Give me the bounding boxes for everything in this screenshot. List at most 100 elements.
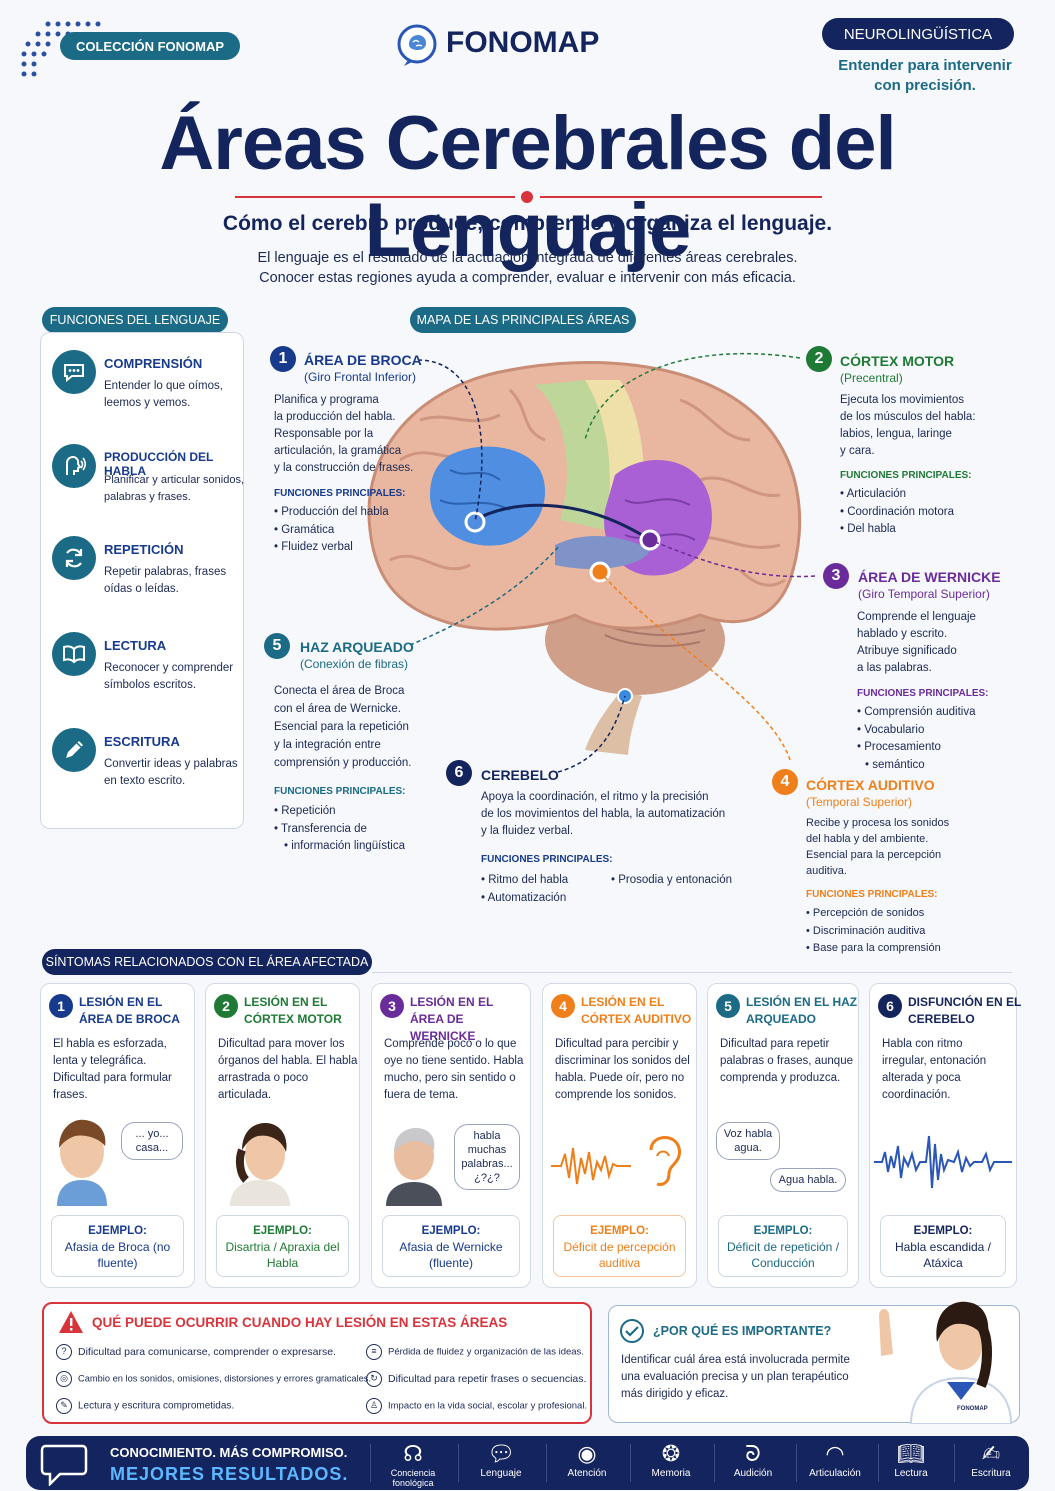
dots-bubble-icon: 💬︎ <box>487 1441 515 1466</box>
check-circle-icon <box>620 1319 644 1343</box>
bubble-input: Voz habla agua. <box>716 1122 780 1160</box>
footer-lectura: 📖︎Lectura <box>876 1440 946 1479</box>
area-arqueado-functions: RepeticiónTransferencia deinformación li… <box>274 803 405 856</box>
map-label: MAPA DE LAS PRINCIPALES ÁREAS <box>410 307 636 333</box>
ear-icon: ᘐ <box>745 1441 761 1466</box>
symptom-card-cerebelo: 6 DISFUNCIÓN EN EL CEREBELO Habla con ri… <box>869 983 1021 1288</box>
consequences-panel: QUÉ PUEDE OCURRIR CUANDO HAY LESIÓN EN E… <box>42 1302 592 1424</box>
area-cerebelo-functions: Ritmo del hablaAutomatización <box>481 872 569 907</box>
area-cerebelo-text: Apoya la coordinación, el ritmo y la pre… <box>481 791 726 837</box>
brand-name: FONOMAP <box>446 26 600 59</box>
refresh-icon <box>52 536 96 580</box>
consequence-2: ≡Pérdida de fluidez y organización de la… <box>366 1344 584 1360</box>
footer-conciencia: ☊Conciencia fonológica <box>378 1440 448 1488</box>
functions-label: FUNCIONES DEL LENGUAJE <box>42 307 228 333</box>
topic-badge: NEUROLINGÜÍSTICA <box>822 18 1014 50</box>
boy-face-icon <box>57 1119 107 1206</box>
document-icon: ≡ <box>366 1344 382 1360</box>
area-6-number: 6 <box>446 760 472 786</box>
doctor-illustration <box>879 1301 1013 1424</box>
tagline: Entender para intervenir con precisión. <box>838 57 1012 94</box>
decorative-dots <box>21 21 101 77</box>
subtitle: Cómo el cerebro produce, comprende y org… <box>222 212 833 235</box>
symptom-card-arqueado: 5 LESIÓN EN EL HAZ ARQUEADO Dificultad p… <box>707 983 859 1288</box>
collection-badge: COLECCIÓN FONOMAP <box>60 32 240 60</box>
area-broca-functions: Producción del hablaGramáticaFluidez ver… <box>274 504 388 557</box>
intro-line-2: Conocer estas regiones ayuda a comprende… <box>259 270 796 286</box>
bubble-output: Agua habla. <box>770 1168 846 1192</box>
symptom-card-motor: 2 LESIÓN EN EL CÓRTEX MOTOR Dificultad p… <box>205 983 360 1288</box>
speech-icon: ? <box>56 1344 72 1360</box>
footer-memoria: ❂Memoria <box>636 1440 706 1479</box>
people-icon: ♙ <box>366 1398 382 1414</box>
repeat-icon: ↻ <box>366 1371 382 1387</box>
area-motor-title: CÓRTEX MOTOR <box>840 353 955 369</box>
area-arqueado-title: HAZ ARQUEADO <box>300 639 414 655</box>
pen-icon: ✎ <box>56 1398 72 1414</box>
area-5-number: 5 <box>264 633 290 659</box>
area-cerebelo-title: CEREBELO <box>481 767 559 783</box>
woman-face-icon <box>230 1123 290 1206</box>
importance-panel: ¿POR QUÉ ES IMPORTANTE? Identificar cuál… <box>608 1301 1020 1424</box>
warning-icon <box>59 1311 83 1333</box>
symptom-card-wernicke: 3 LESIÓN EN EL ÁREA DE WERNICKE Comprend… <box>371 983 531 1288</box>
title-rule-right <box>540 196 822 198</box>
consequence-3: ◎Cambio en los sonidos, omisiones, disto… <box>56 1371 371 1387</box>
area-cerebelo-functions-2: Prosodia y entonación <box>611 872 732 890</box>
pencil-icon <box>52 728 96 772</box>
ear-soundwave-icon <box>551 1136 681 1186</box>
speech-bubble-icon <box>52 350 96 394</box>
title-rule-left <box>235 196 515 198</box>
area-auditivo-title: CÓRTEX AUDITIVO <box>806 777 935 793</box>
area-arqueado-fp-label: FUNCIONES PRINCIPALES: <box>274 786 406 797</box>
page-title: Áreas Cerebrales del Lenguaje <box>159 101 896 273</box>
area-broca-sub: (Giro Frontal Inferior) <box>304 370 417 384</box>
title-rule-dot <box>521 191 533 203</box>
irregular-soundwave-icon <box>874 1135 1012 1189</box>
old-man-face-icon <box>386 1128 442 1206</box>
symptoms-label: SÍNTOMAS RELACIONADOS CON EL ÁREA AFECTA… <box>42 949 372 975</box>
chat-bubble-icon <box>40 1444 88 1486</box>
brain-illustration <box>367 361 802 755</box>
area-motor-fp-label: FUNCIONES PRINCIPALES: <box>840 470 972 481</box>
speaking-head-icon <box>52 444 96 488</box>
area-wernicke-fp-label: FUNCIONES PRINCIPALES: <box>857 688 989 699</box>
consequence-1: ?Dificultad para comunicarse, comprender… <box>56 1344 336 1360</box>
area-broca-fp-label: FUNCIONES PRINCIPALES: <box>274 488 406 499</box>
area-cerebelo-fp-label: FUNCIONES PRINCIPALES: <box>481 854 613 865</box>
area-2-number: 2 <box>806 346 832 372</box>
area-auditivo-fp-label: FUNCIONES PRINCIPALES: <box>806 889 938 900</box>
footer-articulacion: ◠Articulación <box>800 1440 870 1479</box>
footer-atencion: ◉Atención <box>552 1440 622 1479</box>
area-wernicke-functions: Comprensión auditivaVocabularioProcesami… <box>857 704 975 774</box>
area-arqueado-sub: (Conexión de fibras) <box>300 657 409 671</box>
book-icon <box>52 632 96 676</box>
consequence-6: ♙Impacto en la vida social, escolar y pr… <box>366 1398 587 1414</box>
footer-escritura: ✍︎Escritura <box>956 1440 1026 1479</box>
area-motor-sub: (Precentral) <box>840 371 903 385</box>
eye-icon: ◉ <box>577 1441 597 1466</box>
open-book-icon: 📖︎ <box>897 1441 925 1466</box>
symptom-card-auditivo: 4 LESIÓN EN EL CÓRTEX AUDITIVO Dificulta… <box>542 983 697 1288</box>
coat-logo-text: FONOMAP <box>957 1406 988 1412</box>
consequence-5: ✎Lectura y escritura comprometidas. <box>56 1398 234 1414</box>
brain-logo-icon <box>397 24 437 66</box>
footer-lenguaje: 💬︎Lenguaje <box>466 1440 536 1479</box>
area-wernicke-sub: (Giro Temporal Superior) <box>858 587 990 601</box>
symptoms-rule <box>372 972 1012 973</box>
area-3-number: 3 <box>823 563 849 589</box>
brain-icon: ☊ <box>403 1441 423 1466</box>
footer-bar: CONOCIMIENTO. MÁS COMPROMISO. MEJORES RE… <box>26 1436 1029 1490</box>
sound-icon: ◎ <box>56 1371 72 1387</box>
lips-icon: ◠ <box>825 1441 845 1466</box>
area-motor-functions: ArticulaciónCoordinación motoraDel habla <box>840 486 954 539</box>
consequence-4: ↻Dificultad para repetir frases o secuen… <box>366 1371 586 1387</box>
area-auditivo-functions: Percepción de sonidosDiscriminación audi… <box>806 905 941 958</box>
symptom-card-broca: 1 LESIÓN EN EL ÁREA DE BROCA El habla es… <box>40 983 195 1288</box>
area-1-number: 1 <box>270 346 296 372</box>
